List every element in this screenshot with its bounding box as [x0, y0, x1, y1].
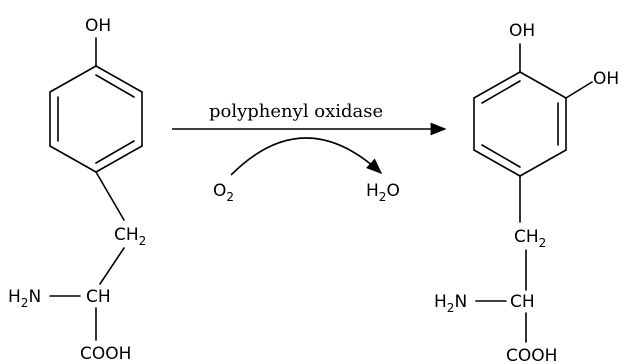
product-benzene-ring	[473, 71, 567, 177]
reactant-ring-ch2-bond	[95, 171, 125, 221]
reactant-amine-label: H2N	[8, 287, 41, 310]
product-methylene-label: CH2	[514, 227, 546, 250]
product-hydroxyl-meta-label: OH	[593, 69, 619, 89]
product-meta-oh-bond	[565, 81, 593, 99]
reactant-carboxyl-label: COOH	[80, 344, 131, 364]
product-hydroxyl-top-label: OH	[509, 21, 535, 41]
cosubstrate-curved-arrow	[230, 137, 383, 176]
reactant-ch2-ch-bond	[99, 247, 125, 285]
reactant-alpha-carbon-label: CH	[86, 287, 111, 307]
reactant-hydroxyl-label: OH	[85, 16, 111, 36]
product-amine-label: H2N	[434, 292, 467, 315]
reactant-methylene-label: CH2	[114, 225, 146, 248]
product-carboxyl-label: COOH	[506, 346, 557, 364]
water-label: H2O	[366, 181, 400, 204]
oxygen-label: O2	[213, 181, 234, 204]
reactant-benzene-ring	[49, 65, 143, 173]
enzyme-label: polyphenyl oxidase	[209, 101, 383, 122]
reaction-arrow-group: polyphenyl oxidase O2 H2O	[172, 101, 447, 204]
product-molecule: OH OH CH2 H2N CH COOH	[434, 21, 619, 364]
product-alpha-carbon-label: CH	[510, 292, 535, 312]
reactant-molecule: OH CH2 H2N CH COOH	[8, 16, 146, 364]
